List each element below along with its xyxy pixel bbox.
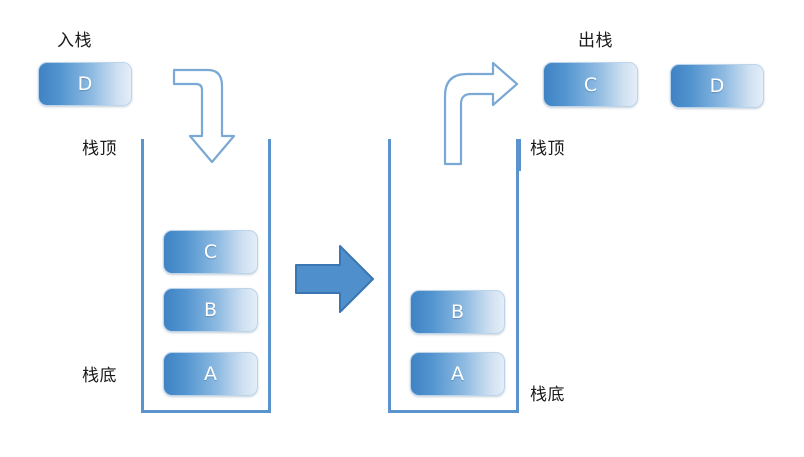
left-stack-container — [141, 139, 271, 413]
curved-down-arrow-icon — [172, 68, 236, 164]
push-item-label: D — [77, 73, 93, 95]
right-arrow-icon — [295, 245, 374, 313]
right-stack-item-a: A — [410, 352, 505, 396]
popped-item-c: C — [543, 62, 638, 107]
pop-title-label: 出栈 — [578, 31, 613, 51]
popped-item-d-label: D — [709, 75, 725, 97]
right-stack-item-a-label: A — [451, 363, 464, 385]
left-stack-top-label: 栈顶 — [82, 139, 117, 159]
left-stack-item-c-label: C — [203, 241, 218, 263]
curved-right-arrow-icon — [443, 61, 519, 166]
left-stack-item-b: B — [163, 288, 258, 332]
push-item-box: D — [38, 62, 132, 106]
right-stack-item-b: B — [410, 290, 505, 334]
right-stack-top-tick — [518, 139, 521, 171]
right-stack-bottom-label: 栈底 — [530, 385, 565, 405]
left-stack-item-b-label: B — [203, 299, 218, 321]
left-stack-item-a-label: A — [204, 363, 217, 385]
left-stack-bottom-label: 栈底 — [82, 366, 117, 386]
push-title-label: 入栈 — [57, 31, 92, 51]
right-stack-top-label: 栈顶 — [530, 139, 565, 159]
left-stack-item-a: A — [163, 352, 258, 396]
popped-item-c-label: C — [583, 73, 598, 96]
right-stack-item-b-label: B — [450, 301, 465, 323]
popped-item-d: D — [670, 64, 764, 108]
right-stack-container — [388, 139, 519, 413]
left-stack-item-c: C — [163, 230, 258, 274]
